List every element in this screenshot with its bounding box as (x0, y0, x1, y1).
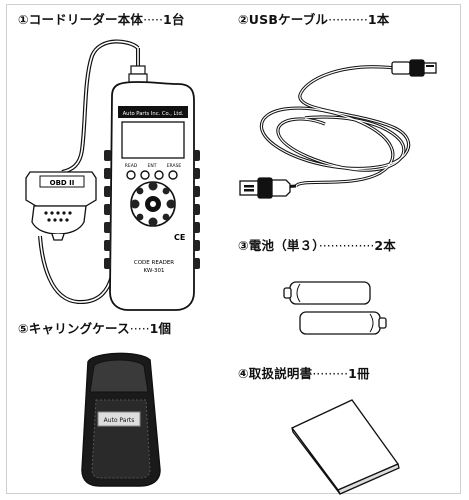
dpad (130, 181, 176, 227)
item-5-qty: 1個 (149, 321, 172, 336)
battery-2 (299, 311, 387, 335)
usb-cable (259, 65, 411, 188)
carrying-case (81, 352, 161, 487)
item-4-number: ④ (238, 366, 249, 381)
device-screen (121, 121, 185, 159)
item-1-leader: ····· (143, 12, 163, 27)
item-1-name: コードリーダー本体 (28, 12, 144, 27)
usb-a-plug (239, 177, 297, 199)
device-model-line-2: KW-301 (143, 268, 164, 274)
case-badge: Auto Parts (104, 417, 135, 424)
item-5-name: キャリングケース (28, 321, 130, 336)
item-3-number: ③ (238, 238, 249, 253)
item-5-number: ⑤ (18, 321, 29, 336)
item-1-label: ①コードリーダー本体·····1台 (18, 9, 185, 28)
device-button-label-3: ERASE (167, 163, 182, 169)
item-3-qty: 2本 (374, 238, 396, 253)
item-2-number: ② (238, 12, 249, 27)
brand-band-text: Auto Parts Inc. Co., Ltd. (123, 111, 184, 117)
item-5-leader: ····· (129, 321, 150, 336)
item-2-name: USBケーブル (248, 12, 329, 27)
function-buttons (126, 170, 178, 180)
item-1-qty: 1台 (162, 12, 185, 27)
manual-booklet (291, 399, 400, 495)
item-3-label: ③電池（単３）··············2本 (238, 235, 396, 254)
ce-mark: CE (174, 233, 185, 242)
item-2-leader: ·········· (328, 12, 368, 27)
obd-cable (38, 39, 140, 305)
item-5-label: ⑤キャリングケース·····1個 (18, 318, 171, 337)
obd-connector (25, 171, 97, 241)
device-model-line-1: CODE READER (134, 260, 174, 266)
battery-1 (283, 281, 371, 305)
device-button-label-2: ENT (148, 163, 157, 169)
item-2-label: ②USBケーブル··········1本 (238, 9, 389, 28)
item-4-label: ④取扱説明書·········1冊 (238, 363, 370, 382)
item-3-leader: ·············· (318, 238, 375, 253)
brand-band (118, 106, 188, 118)
device-button-label-1: READ (125, 163, 138, 169)
cable-strain-relief (128, 65, 148, 84)
item-1-number: ① (18, 12, 29, 27)
item-4-name: 取扱説明書 (248, 366, 313, 381)
connector-label: OBD II (50, 179, 75, 187)
item-2-qty: 1本 (367, 12, 390, 27)
item-3-name: 電池（単３） (248, 238, 319, 253)
mini-usb-plug (391, 59, 437, 77)
item-4-leader: ········· (312, 366, 349, 381)
item-4-qty: 1冊 (348, 366, 370, 381)
figure-frame (6, 4, 461, 494)
